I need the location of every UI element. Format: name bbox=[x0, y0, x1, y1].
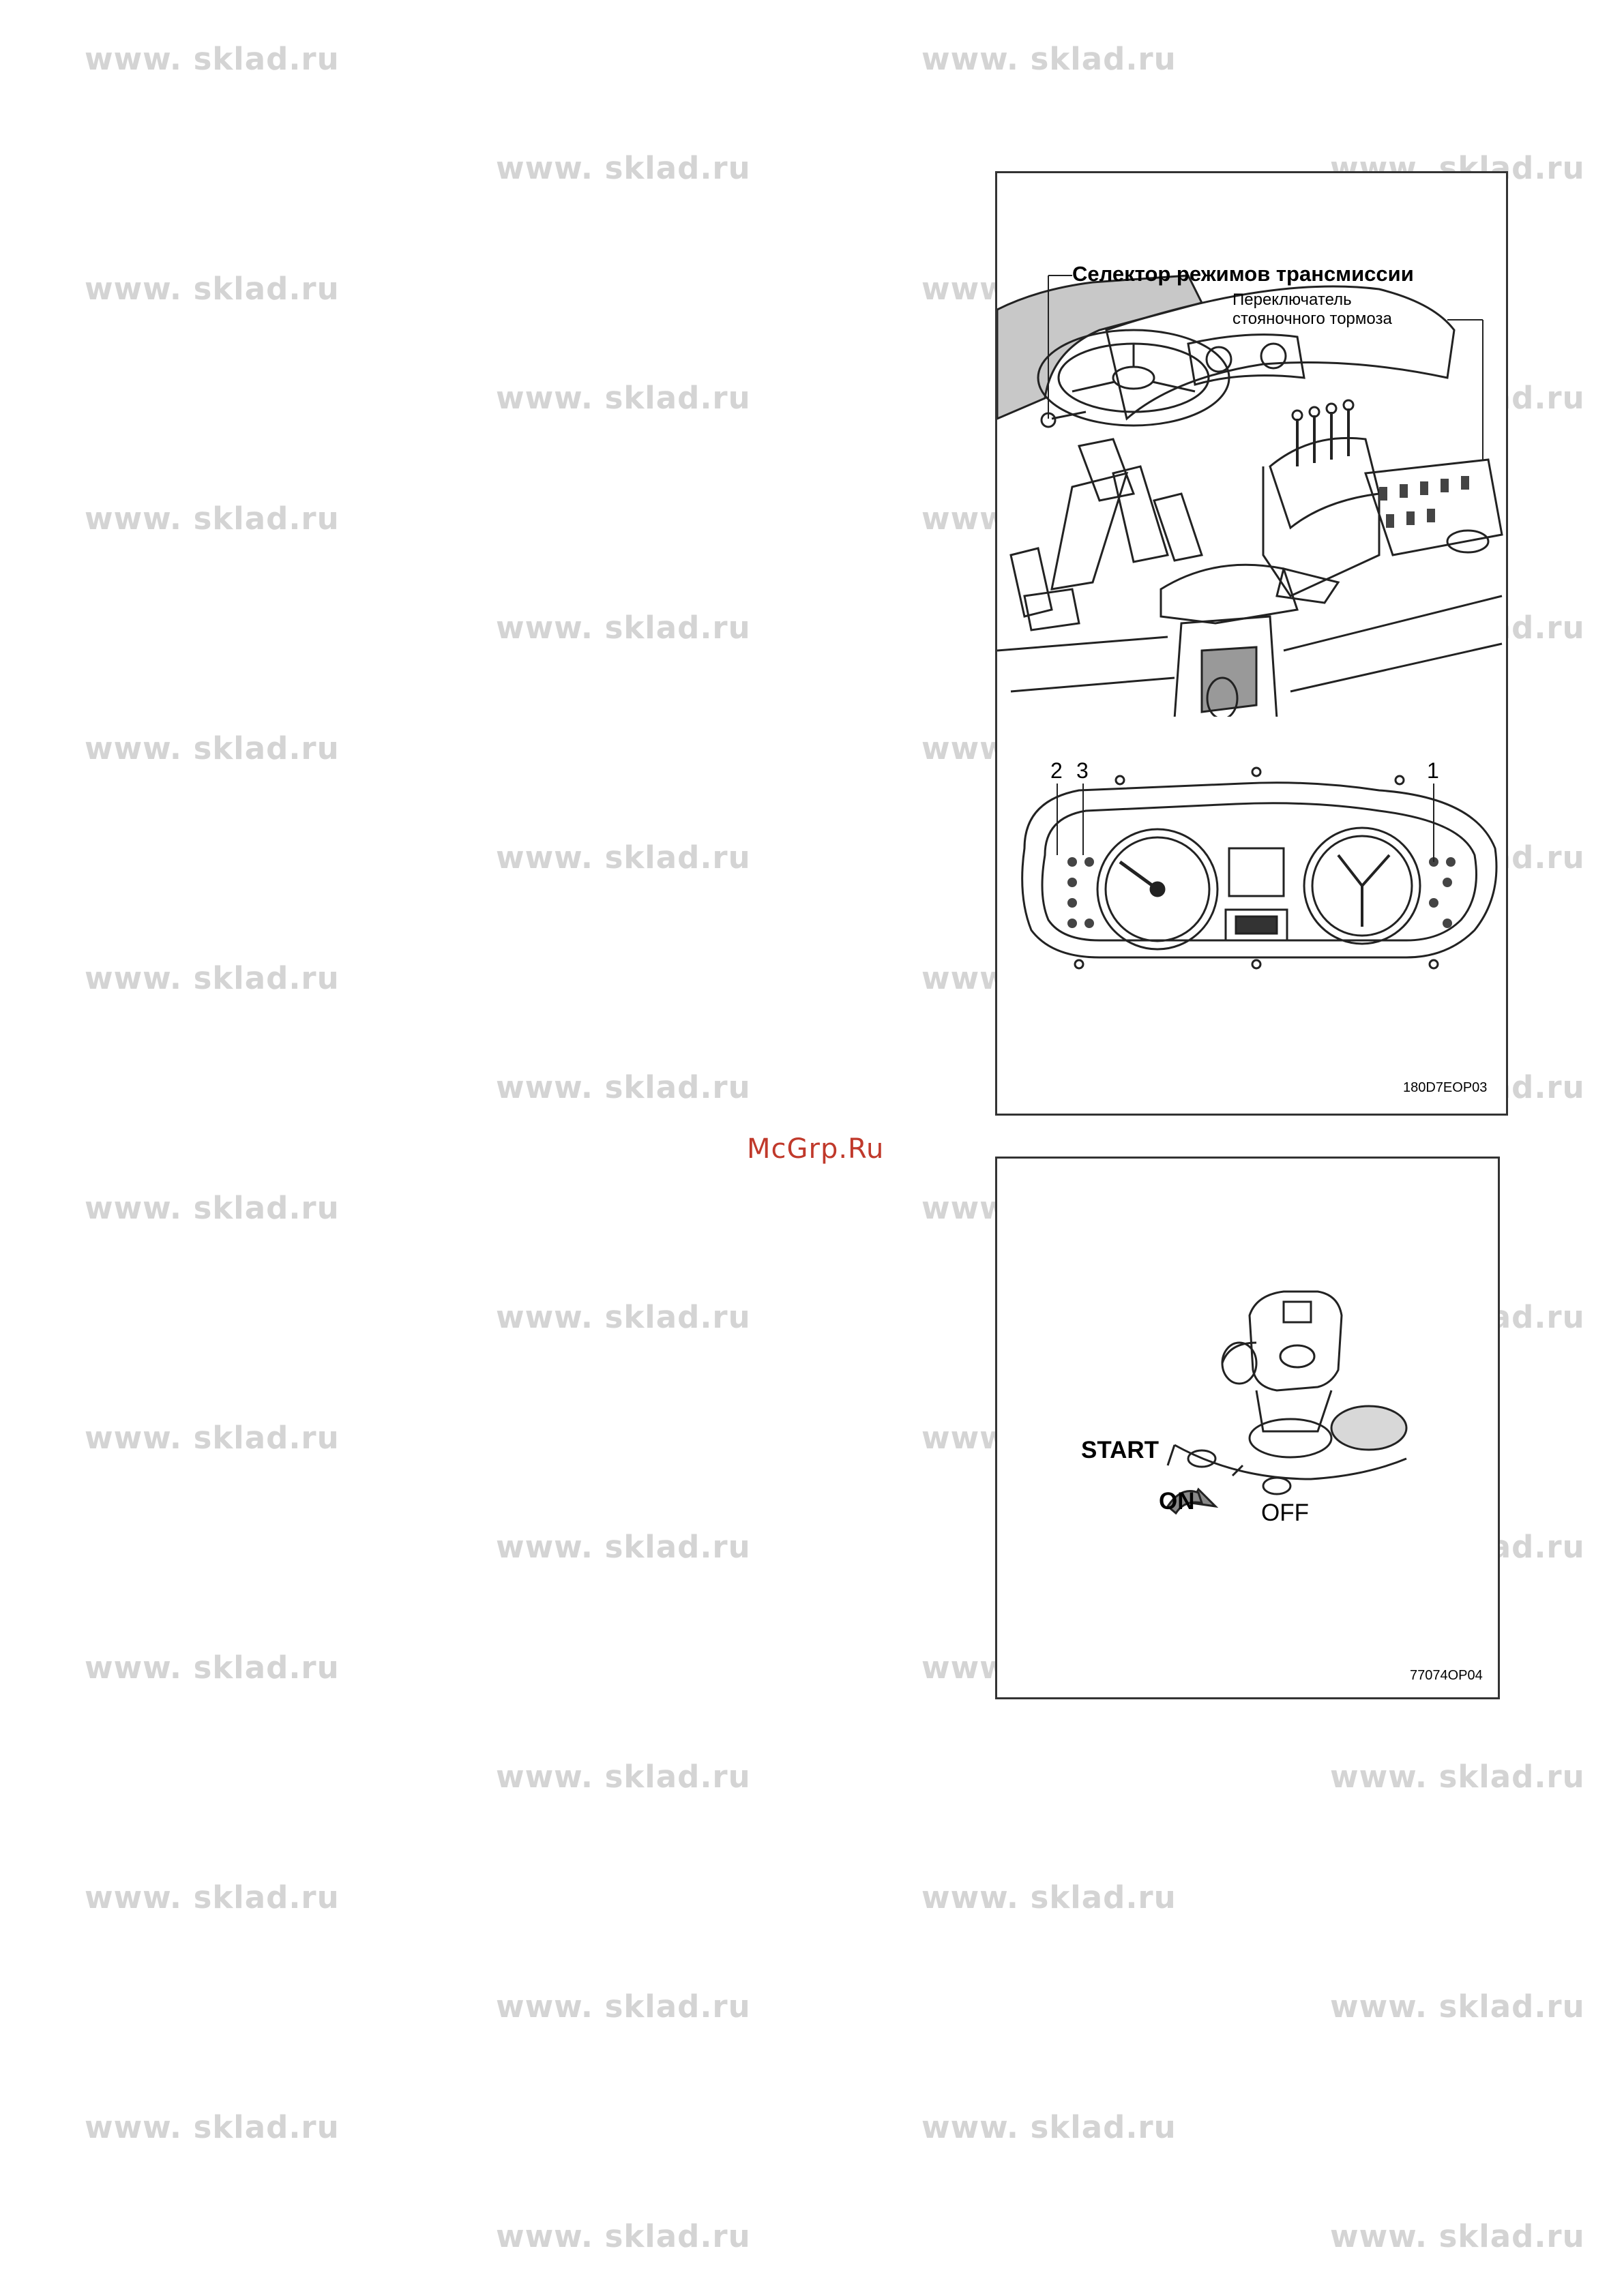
figure-code: 180D7EOP03 bbox=[1403, 1080, 1488, 1095]
watermark: www. sklad.ru bbox=[85, 2109, 340, 2145]
on-label: ON bbox=[1159, 1488, 1195, 1515]
watermark: www. sklad.ru bbox=[496, 1529, 751, 1565]
watermark: www. sklad.ru bbox=[1330, 1988, 1585, 2025]
watermark: www. sklad.ru bbox=[921, 41, 1177, 77]
callout-1: 1 bbox=[1427, 758, 1439, 783]
key-switch-illustration bbox=[1166, 1290, 1408, 1515]
watermark: www. sklad.ru bbox=[85, 41, 340, 77]
watermark: www. sklad.ru bbox=[85, 730, 340, 766]
watermark: www. sklad.ru bbox=[85, 1420, 340, 1456]
start-label: START bbox=[1081, 1437, 1160, 1463]
watermark: www. sklad.ru bbox=[496, 150, 751, 186]
watermark: www. sklad.ru bbox=[496, 1299, 751, 1335]
cab-illustration bbox=[997, 274, 1506, 970]
watermark: www. sklad.ru bbox=[85, 501, 340, 537]
watermark: www. sklad.ru bbox=[496, 1069, 751, 1105]
watermark: www. sklad.ru bbox=[85, 1650, 340, 1686]
watermark: www. sklad.ru bbox=[496, 610, 751, 646]
watermark: www. sklad.ru bbox=[496, 839, 751, 876]
watermark: www. sklad.ru bbox=[85, 1190, 340, 1226]
watermark: www. sklad.ru bbox=[496, 380, 751, 416]
watermark: www. sklad.ru bbox=[496, 1759, 751, 1795]
watermark: www. sklad.ru bbox=[496, 1988, 751, 2025]
watermark: www. sklad.ru bbox=[85, 960, 340, 996]
watermark: www. sklad.ru bbox=[1330, 2218, 1585, 2254]
transmission-selector-label: Селектор режимов трансмиссии bbox=[1072, 262, 1414, 286]
watermark: www. sklad.ru bbox=[496, 2218, 751, 2254]
off-label: OFF bbox=[1261, 1500, 1309, 1526]
callout-2: 2 bbox=[1050, 758, 1063, 783]
key-switch-figure: START ON OFF 77074OP04 bbox=[995, 1157, 1500, 1699]
watermark: www. sklad.ru bbox=[921, 1879, 1177, 1915]
watermark: www. sklad.ru bbox=[85, 1879, 340, 1915]
watermark: www. sklad.ru bbox=[1330, 1759, 1585, 1795]
site-mark: McGrp.Ru bbox=[747, 1133, 885, 1165]
callout-3: 3 bbox=[1076, 758, 1089, 783]
watermark: www. sklad.ru bbox=[921, 2109, 1177, 2145]
parking-brake-label-line1: Переключатель bbox=[1232, 290, 1352, 309]
parking-brake-label-line2: стояночного тормоза bbox=[1232, 310, 1392, 328]
figure-code: 77074OP04 bbox=[1410, 1668, 1483, 1683]
cab-figure: Селектор режимов трансмиссии Переключате… bbox=[995, 171, 1508, 1116]
watermark: www. sklad.ru bbox=[85, 271, 340, 307]
